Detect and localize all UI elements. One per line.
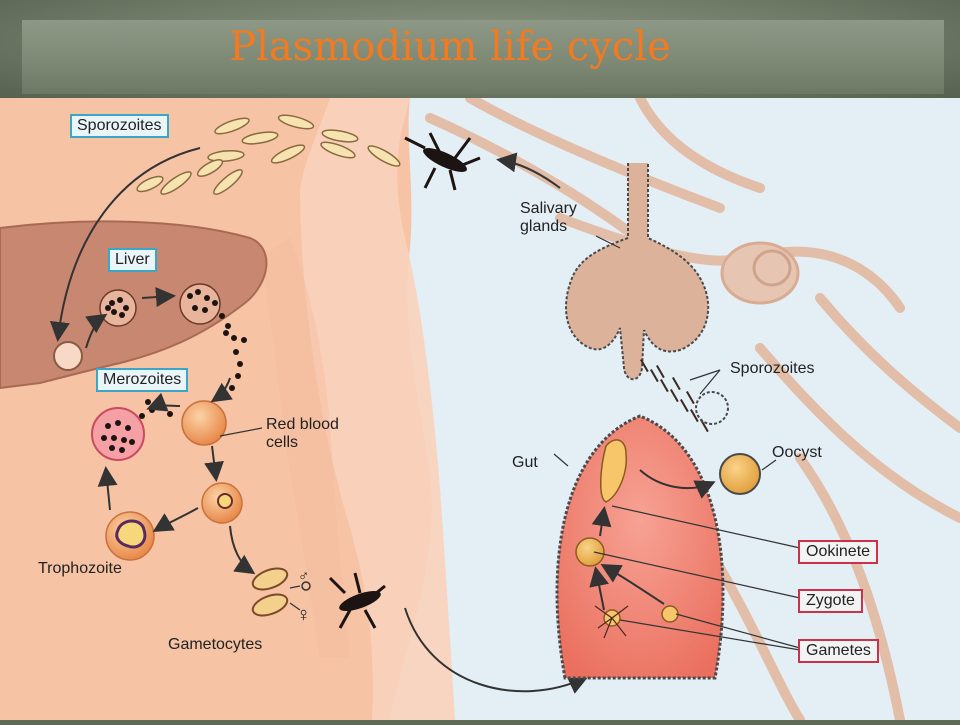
liver-schizont-dots xyxy=(105,297,129,318)
label-sporozoites-top: Sporozoites xyxy=(70,114,169,138)
label-red-blood-cells: Red blood cells xyxy=(266,416,339,451)
label-gametes: Gametes xyxy=(798,639,879,663)
gametocyte-male xyxy=(251,567,289,591)
label-merozoites: Merozoites xyxy=(96,368,189,392)
trophozoite-parasite xyxy=(115,519,147,549)
mosquito-head xyxy=(720,241,800,305)
male-symbol-circle xyxy=(301,581,311,591)
label-ookinete: Ookinete xyxy=(798,540,879,564)
oocyst xyxy=(719,453,761,495)
label-zygote: Zygote xyxy=(798,589,863,613)
title-banner: Plasmodium life cycle xyxy=(0,0,960,98)
label-gut: Gut xyxy=(512,454,538,471)
label-trophozoite: Trophozoite xyxy=(38,560,122,577)
schizont-rbc xyxy=(91,407,145,461)
ookinete xyxy=(600,439,627,503)
life-cycle-diagram: Sporozoites Liver Merozoites Red blood c… xyxy=(0,93,960,725)
infected-liver-cell xyxy=(53,341,83,371)
arm-silhouette xyxy=(260,238,350,658)
male-symbol: ♂ xyxy=(298,568,310,585)
gut-pointer-lines xyxy=(553,235,801,651)
liver-schizont xyxy=(99,289,137,327)
label-salivary-glands: Salivary glands xyxy=(520,200,577,235)
male-gamete-flagella xyxy=(594,605,629,639)
slide-title: Plasmodium life cycle xyxy=(229,24,671,70)
human-cycle-arrows xyxy=(49,147,589,694)
zygote xyxy=(575,537,605,567)
mosquito-eye xyxy=(752,249,792,287)
label-sporozoites-right: Sporozoites xyxy=(730,360,815,377)
red-blood-cell-uninfected xyxy=(181,400,227,446)
rupturing-oocyst xyxy=(695,391,729,425)
gamete-male xyxy=(661,605,679,623)
label-gametocytes: Gametocytes xyxy=(168,636,263,653)
label-liver: Liver xyxy=(108,248,157,272)
ring-stage xyxy=(217,493,233,509)
label-oocyst: Oocyst xyxy=(772,444,822,461)
mosquito-bite-bottom xyxy=(328,572,386,629)
mosquito-cycle-arrows xyxy=(589,469,716,611)
salivary-glands xyxy=(565,163,710,381)
merozoite-stream xyxy=(187,289,247,391)
mosquito-bite-top xyxy=(404,132,481,191)
pointer-lines xyxy=(219,427,301,611)
gametocyte-female xyxy=(251,593,289,617)
diagram-canvas xyxy=(0,93,960,725)
gut xyxy=(555,414,725,680)
body-silhouette xyxy=(300,98,455,720)
sporozoites-top xyxy=(136,114,401,195)
title-banner-paper xyxy=(22,20,944,94)
female-symbol: ♀ xyxy=(296,604,311,626)
